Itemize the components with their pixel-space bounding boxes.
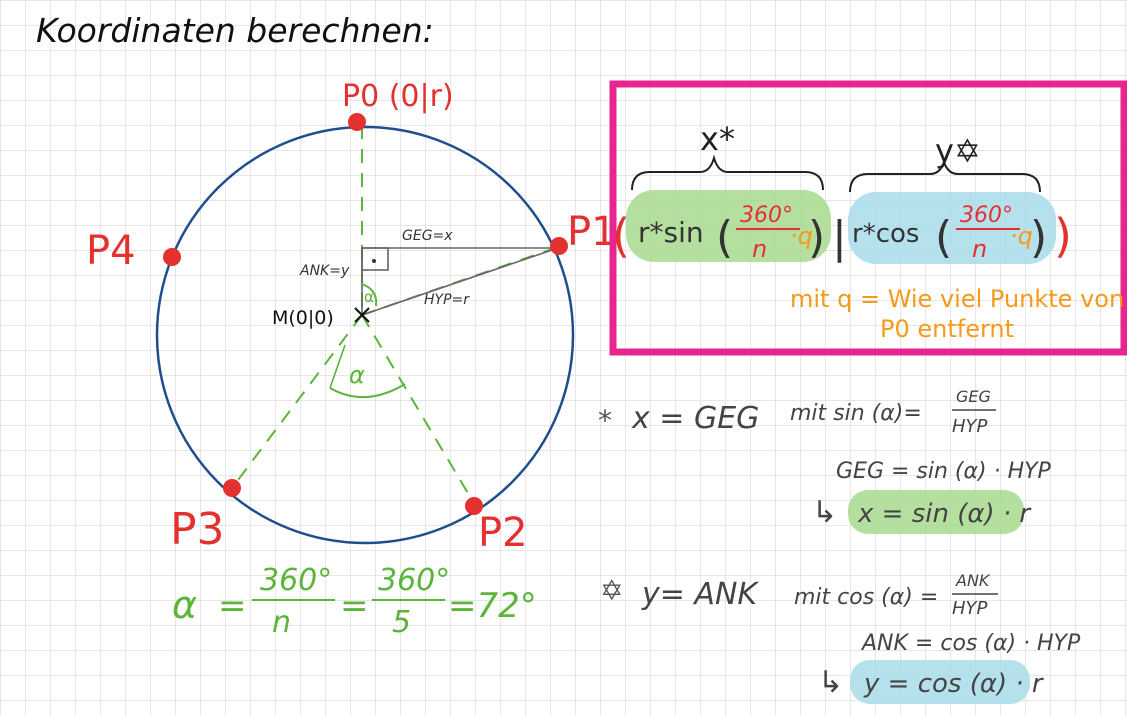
x-derivation-mit: mit sin (α)=	[790, 401, 922, 426]
y-derivation-mit: mit cos (α) =	[794, 585, 938, 610]
point-label-p1: P1	[567, 209, 617, 255]
box-open-paren: (	[612, 209, 630, 263]
radius-p2	[361, 314, 476, 506]
point-p1	[550, 237, 568, 255]
point-label-p3: P3	[170, 504, 225, 555]
x-formula-frac-den: n	[752, 235, 767, 263]
x-brace	[631, 154, 824, 191]
y-result-highlight	[850, 660, 1030, 704]
small-angle-label: α	[364, 288, 374, 306]
point-label-p2: P2	[478, 510, 528, 556]
x-formula-r-sin: r*sin	[638, 216, 704, 249]
result-box	[609, 80, 1127, 356]
x-derivation-step: GEG = sin (α) · HYP	[836, 459, 1052, 484]
small-angle-arc	[361, 283, 378, 307]
x-highlight	[626, 190, 831, 262]
point-label-p4: P4	[86, 228, 136, 274]
center-cross-icon	[354, 307, 370, 323]
x-derivation-frac-den: HYP	[952, 416, 988, 437]
x-derivation-def: x = GEG	[631, 401, 759, 436]
box-close-paren: )	[1054, 209, 1072, 263]
y-derivation-mark: ✡	[600, 574, 623, 607]
x-star-label: x*	[700, 120, 735, 158]
y-derivation-frac-den: HYP	[952, 598, 988, 619]
x-derivation-result: x = sin (α) · r	[857, 499, 1032, 529]
point-p4	[163, 248, 181, 266]
y-derivation-def: y= ANK	[641, 577, 759, 612]
y-derivation-frac-num: ANK	[955, 571, 991, 590]
y-formula-frac-den: n	[972, 235, 987, 263]
triangle-hypotenuse	[361, 247, 559, 316]
alpha-arc-left-tick	[329, 344, 346, 389]
q-note-line2: P0 entfernt	[880, 315, 1014, 343]
y-brace	[849, 158, 1041, 193]
formula-frac2-num: 360°	[378, 563, 450, 598]
right-triangle	[361, 247, 559, 316]
y-highlight	[848, 192, 1056, 264]
x-formula-frac-num: 360°	[740, 203, 793, 228]
point-p3	[223, 479, 241, 497]
angle-formula: α = 360° n = 360° 5 =72°	[172, 563, 537, 640]
point-label-p0: P0 (0|r)	[342, 79, 454, 114]
x-derivation-frac-num: GEG	[956, 387, 991, 406]
polygon-points	[163, 113, 568, 515]
x-derivation-arrow: ↳	[812, 495, 837, 530]
geg-label: GEG=x	[402, 228, 453, 244]
x-derivation-mark: *	[598, 404, 612, 437]
x-formula-open-paren: (	[716, 212, 733, 263]
page-title: Koordinaten berechnen:	[36, 11, 434, 50]
y-formula-r-cos: r*cos	[852, 219, 919, 249]
y-star-label: y✡	[935, 132, 981, 170]
formula-frac2-den: 5	[392, 605, 411, 640]
y-formula-open-paren: (	[935, 212, 952, 263]
right-angle-marker	[361, 247, 389, 271]
hyp-label: HYP=r	[424, 292, 470, 308]
x-formula-close-paren: )	[808, 212, 825, 263]
alpha-label: α	[349, 361, 365, 389]
box-separator: |	[832, 212, 847, 263]
y-formula-close-paren: )	[1030, 212, 1047, 263]
y-formula-frac-num: 360°	[960, 203, 1013, 228]
x-result-highlight	[848, 490, 1024, 534]
q-note-line1: mit q = Wie viel Punkte von	[790, 285, 1124, 313]
point-p2	[465, 497, 483, 515]
radius-p3	[231, 314, 363, 489]
formula-frac1-num: 360°	[260, 563, 332, 598]
formula-eq2: =	[340, 586, 369, 626]
formula-frac1-den: n	[272, 605, 291, 640]
y-derivation-step: ANK = cos (α) · HYP	[860, 631, 1081, 656]
center-label: M(0|0)	[272, 307, 334, 329]
formula-alpha: α	[172, 583, 197, 627]
point-p0	[348, 113, 366, 131]
y-derivation-arrow: ↳	[818, 665, 843, 700]
formula-result: =72°	[448, 586, 537, 626]
unit-circle	[155, 125, 575, 545]
formula-eq1: =	[218, 586, 247, 626]
ank-label: ANK=y	[299, 263, 350, 279]
alpha-arc	[329, 383, 406, 398]
right-angle-dot	[372, 259, 376, 263]
y-derivation-result: y = cos (α) · r	[863, 669, 1045, 699]
